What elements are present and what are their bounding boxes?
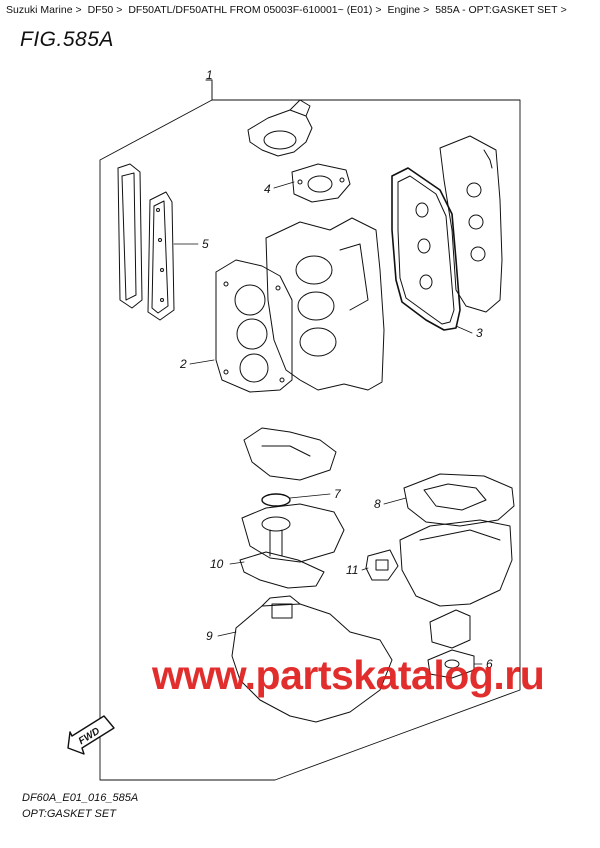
part-thermostat-gasket[interactable]	[291, 163, 351, 203]
part-lower-case-gasket[interactable]	[231, 595, 393, 723]
callout-1: 1	[206, 68, 213, 82]
callout-5: 5	[202, 237, 209, 251]
fwd-arrow-icon	[67, 715, 115, 755]
watermark: www.partskatalog.ru	[152, 652, 545, 698]
breadcrumb-item-model[interactable]: DF50	[87, 4, 114, 16]
callout-9: 9	[206, 629, 213, 643]
callout-10: 10	[210, 557, 224, 571]
part-upper-cover[interactable]	[247, 99, 313, 157]
breadcrumb-separator: >	[560, 4, 567, 16]
breadcrumb-item-variant[interactable]: DF50ATL/DF50ATHL FROM 05003F-610001~ (E0…	[128, 4, 373, 16]
breadcrumb: Suzuki Marine> DF50> DF50ATL/DF50ATHL FR…	[6, 4, 570, 16]
part-o-ring[interactable]	[261, 493, 291, 507]
part-oil-pump-gasket[interactable]	[239, 551, 325, 589]
breadcrumb-item-engine[interactable]: Engine	[387, 4, 421, 16]
figure-title: FIG.585A	[20, 28, 114, 51]
part-cylinder-head-cover	[439, 135, 503, 313]
part-side-cover-gasket[interactable]	[117, 163, 175, 321]
part-small-flange-gasket[interactable]	[365, 549, 399, 581]
part-water-pump-gasket[interactable]	[427, 649, 475, 679]
callout-11: 11	[346, 563, 358, 577]
breadcrumb-item-suzuki-marine[interactable]: Suzuki Marine	[6, 4, 73, 16]
callout-4: 4	[264, 182, 271, 196]
callout-3: 3	[476, 326, 483, 340]
breadcrumb-separator: >	[116, 4, 123, 16]
callout-6: 6	[486, 657, 493, 671]
breadcrumb-separator: >	[423, 4, 430, 16]
part-cylinder-block	[265, 217, 385, 391]
part-cylinder-head-gasket[interactable]	[215, 259, 293, 393]
part-oil-pan-gasket[interactable]	[403, 473, 515, 527]
callout-8: 8	[374, 497, 381, 511]
breadcrumb-separator: >	[375, 4, 382, 16]
footer-figure-code: DF60A_E01_016_585A	[22, 792, 139, 804]
breadcrumb-separator: >	[75, 4, 82, 16]
part-oil-pump-housing	[241, 503, 345, 563]
part-intake-manifold	[243, 427, 337, 481]
footer-figure-name: OPT:GASKET SET	[22, 808, 116, 820]
gasket-kit-outline	[99, 79, 521, 781]
callout-labels: 1 4 5 2 3 7 8 10 11 9 6 FWD	[77, 68, 493, 747]
leader-lines	[173, 81, 483, 665]
callout-2: 2	[179, 357, 187, 371]
part-head-cover-gasket[interactable]	[391, 167, 461, 331]
part-oil-pan	[399, 519, 513, 607]
breadcrumb-item-current: 585A - OPT:GASKET SET	[435, 4, 558, 16]
callout-7: 7	[334, 487, 342, 501]
part-water-pump-cover	[429, 609, 471, 649]
